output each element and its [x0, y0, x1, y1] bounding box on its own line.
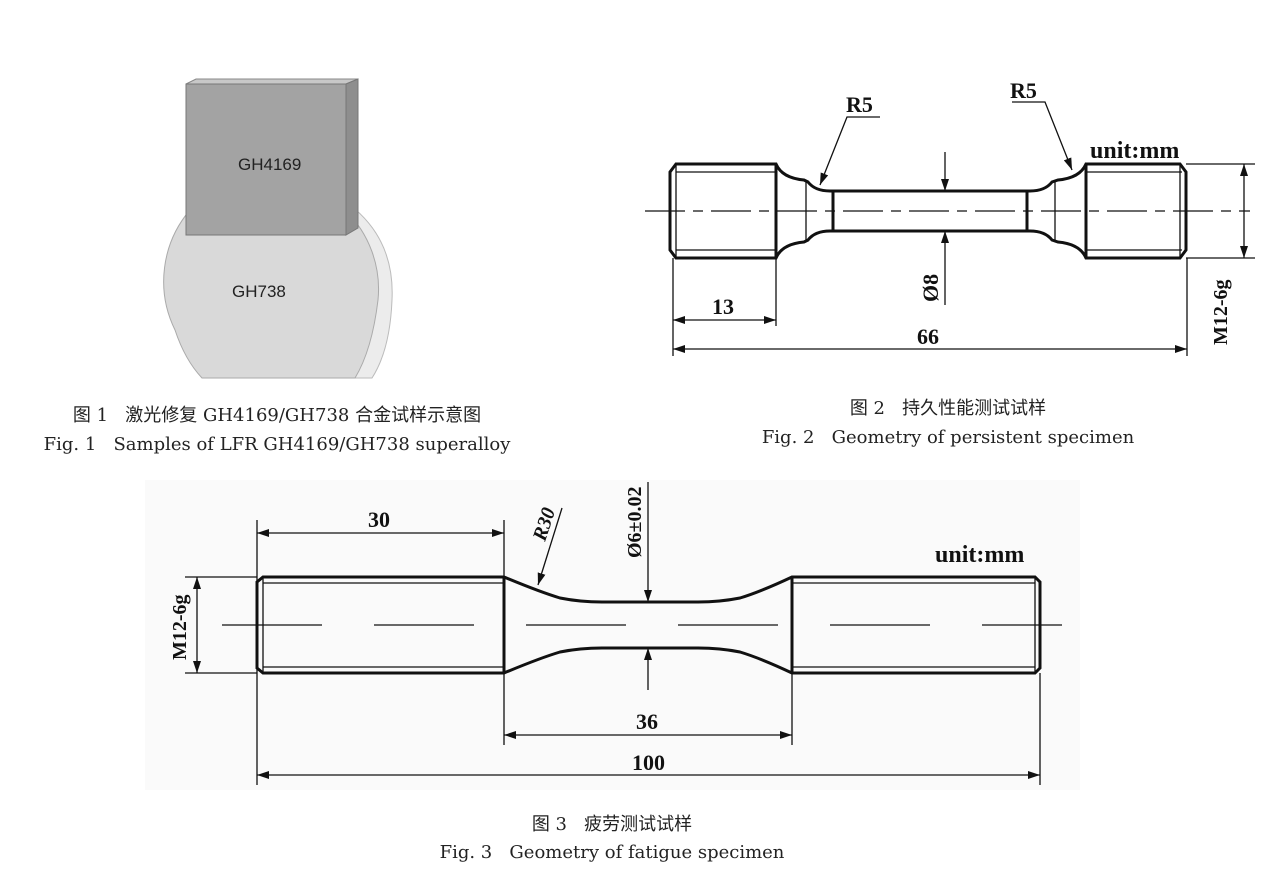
figure2-caption-en: Fig. 2 Geometry of persistent specimen: [761, 427, 1135, 448]
dim-36: 36: [636, 709, 658, 734]
dim-thread: M12-6g: [1210, 279, 1232, 345]
figure1-caption-en: Fig. 1 Samples of LFR GH4169/GH738 super…: [43, 434, 511, 455]
block-side: [345, 78, 359, 236]
figure1-sample-model: GH4169 GH738: [163, 78, 393, 379]
r5-right-label: R5: [1010, 78, 1037, 103]
dim-66: 66: [917, 324, 939, 349]
dim-thread: M12-6g: [169, 594, 191, 660]
figure1-caption-cn: 图 1 激光修复 GH4169/GH738 合金试样示意图: [72, 405, 482, 426]
figure2-caption-cn: 图 2 持久性能测试试样: [849, 398, 1047, 419]
block-label: GH4169: [238, 155, 301, 174]
figure3-caption-cn: 图 3 疲劳测试试样: [531, 814, 693, 835]
dim-diameter: Ø8: [918, 274, 943, 302]
dim-30: 30: [368, 507, 390, 532]
unit-label: unit:mm: [1090, 138, 1179, 164]
figure2-persistent-specimen-drawing: R5 R5 unit:mm 13 66 Ø8 M12-6g: [645, 78, 1255, 356]
dim-13: 13: [712, 294, 734, 319]
block-front: [185, 83, 347, 236]
figure3-fatigue-specimen-drawing: 30 R30 Ø6±0.02 unit:mm M12-6g 36 100: [145, 480, 1080, 790]
figure3-caption-en: Fig. 3 Geometry of fatigue specimen: [439, 842, 785, 863]
dim-100: 100: [632, 750, 665, 775]
disk-label: GH738: [232, 282, 286, 301]
block-top: [185, 78, 359, 85]
r5-left-label: R5: [846, 92, 873, 117]
unit-label: unit:mm: [935, 542, 1024, 568]
dim-diameter: Ø6±0.02: [624, 486, 646, 558]
disk-face: [163, 209, 380, 379]
